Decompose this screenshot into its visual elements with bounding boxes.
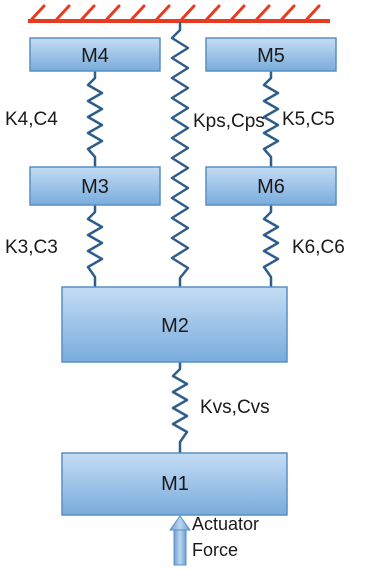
spring-k4 [86, 69, 104, 169]
mass-m3: M3 [29, 166, 161, 206]
label-k5c5: K5,C5 [282, 109, 335, 130]
label-k4c4: K4,C4 [5, 109, 58, 130]
mass-m1: M1 [61, 452, 288, 516]
spring-k5 [262, 69, 280, 169]
mass-m6: M6 [205, 166, 337, 206]
mass-m4: M4 [29, 37, 161, 72]
mass-m6-label: M6 [257, 176, 285, 198]
actuator-arrow [169, 515, 191, 566]
mass-m5: M5 [205, 37, 337, 72]
ground-support [28, 4, 330, 23]
label-k3c3: K3,C3 [5, 237, 58, 258]
mass-m2: M2 [61, 286, 288, 363]
spring-k6 [262, 203, 280, 289]
mass-m1-label: M1 [161, 473, 189, 495]
spring-kps [170, 21, 190, 289]
spring-kvs [171, 360, 189, 455]
actuator-label-line1: Actuator [192, 514, 259, 534]
mass-m3-label: M3 [81, 176, 109, 198]
label-kvs-cvs: Kvs,Cvs [200, 397, 270, 418]
label-kps-cps: Kps,Cps [193, 111, 265, 132]
mass-m2-label: M2 [161, 315, 189, 337]
actuator-label-line2: Force [192, 540, 238, 560]
mass-m5-label: M5 [257, 45, 285, 67]
spring-k3 [86, 203, 104, 289]
label-k6c6: K6,C6 [292, 237, 345, 258]
mass-m4-label: M4 [81, 45, 109, 67]
